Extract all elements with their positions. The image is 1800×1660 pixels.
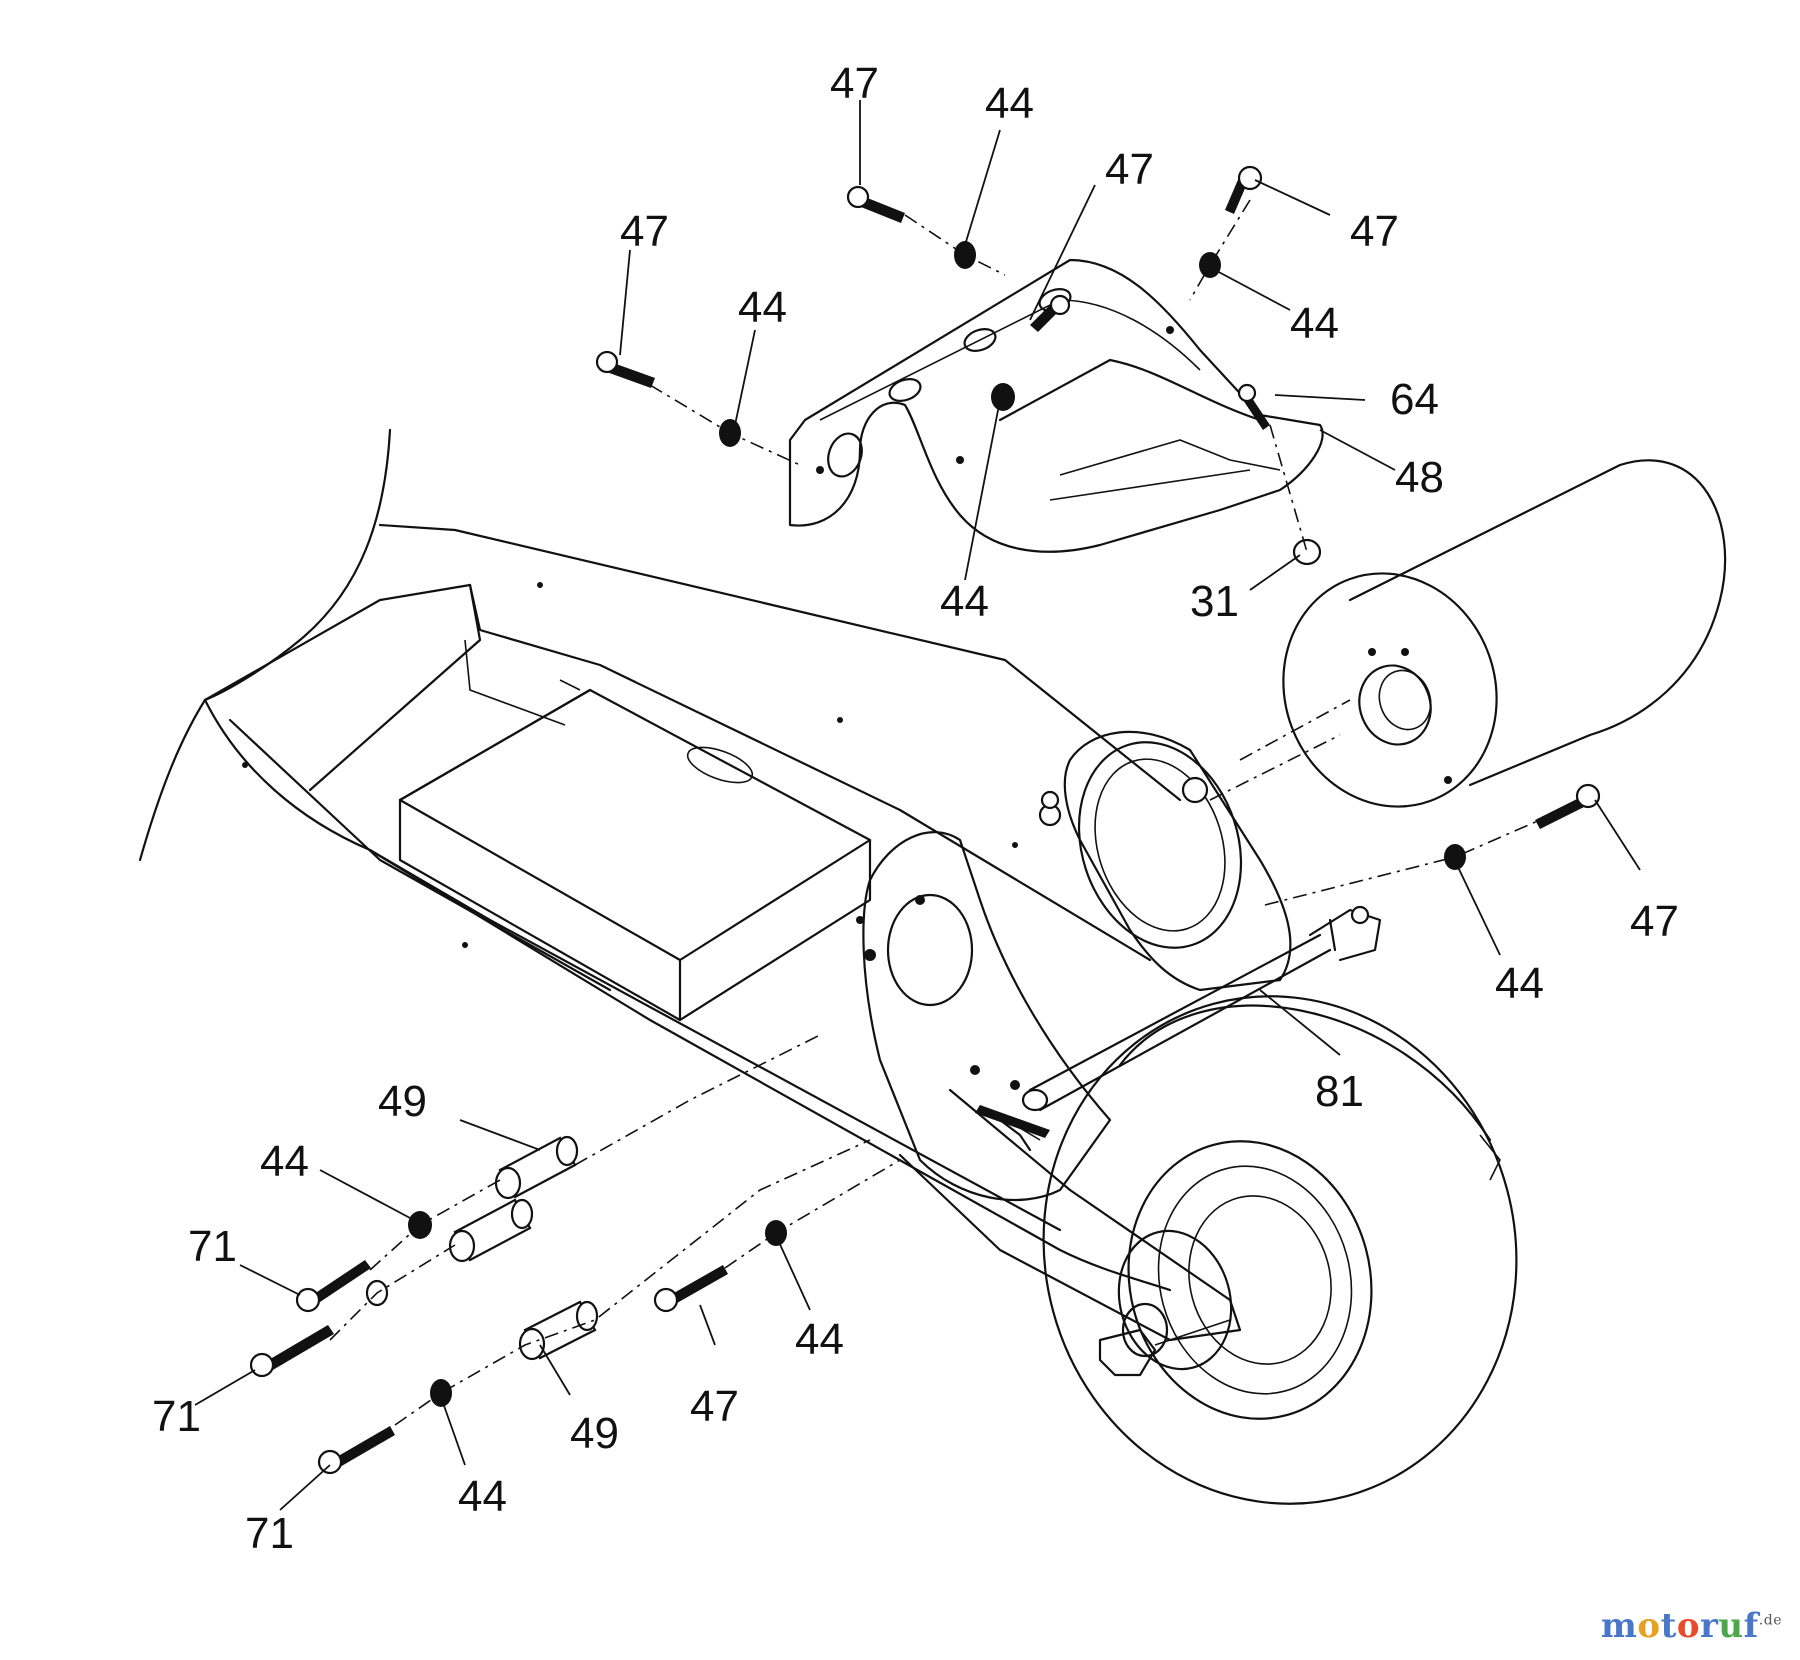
callout-47: 47 [620, 207, 669, 256]
callout-64: 64 [1390, 375, 1439, 424]
bolt-71-c [317, 1426, 395, 1475]
bolt-71-b [249, 1325, 334, 1378]
callout-71: 71 [245, 1509, 294, 1558]
callout-71: 71 [152, 1392, 201, 1441]
bolt-47-top [846, 185, 905, 223]
callout-44: 44 [738, 283, 787, 332]
callout-44: 44 [985, 79, 1034, 128]
bolt-47-fender-center [1030, 294, 1071, 332]
callout-44: 44 [260, 1137, 309, 1186]
motor [1282, 459, 1727, 808]
leader-lines [194, 100, 1641, 1511]
callout-44: 44 [1290, 299, 1339, 348]
washers [365, 241, 1466, 1407]
rear-wheel [1042, 995, 1518, 1505]
bolt-64 [1237, 383, 1270, 430]
callout-47: 47 [1105, 145, 1154, 194]
callout-31: 31 [1190, 577, 1239, 626]
motor-mount-plate [856, 831, 1112, 1202]
watermark-letter: f [1743, 1606, 1759, 1646]
assembly-lines [329, 199, 1541, 1426]
callout-71: 71 [188, 1222, 237, 1271]
callout-44: 44 [458, 1472, 507, 1521]
callout-49: 49 [570, 1409, 619, 1458]
callout-47: 47 [1350, 207, 1399, 256]
rear-mount-plate [1038, 730, 1292, 992]
callout-47: 47 [1630, 897, 1679, 946]
bolt-47-top-right [1225, 165, 1263, 214]
watermark-letter: r [1700, 1606, 1719, 1646]
callout-49: 49 [378, 1077, 427, 1126]
watermark-letter: u [1718, 1606, 1744, 1646]
bolt-47-motor [1535, 783, 1601, 829]
motoruf-watermark: motoruf.de [1601, 1606, 1782, 1646]
watermark-letter: t [1660, 1606, 1677, 1646]
spacers [448, 1135, 599, 1361]
callout-48: 48 [1395, 453, 1444, 502]
callout-44: 44 [940, 577, 989, 626]
bolts [249, 165, 1601, 1475]
bolt-47-lower [653, 1265, 728, 1313]
bolt-71-a [295, 1260, 371, 1313]
callout-44: 44 [1495, 959, 1544, 1008]
callout-44: 44 [795, 1315, 844, 1364]
bolt-47-top-left [595, 350, 655, 388]
callout-47: 47 [690, 1382, 739, 1431]
scooter-deck [138, 428, 1182, 1292]
axle-assembly [898, 905, 1382, 1377]
watermark-letter: m [1600, 1606, 1638, 1646]
callout-81: 81 [1315, 1067, 1364, 1116]
watermark-letter: o [1637, 1606, 1661, 1646]
watermark-letter: o [1676, 1606, 1700, 1646]
callout-47: 47 [830, 59, 879, 108]
watermark-tld: .de [1758, 1612, 1782, 1629]
